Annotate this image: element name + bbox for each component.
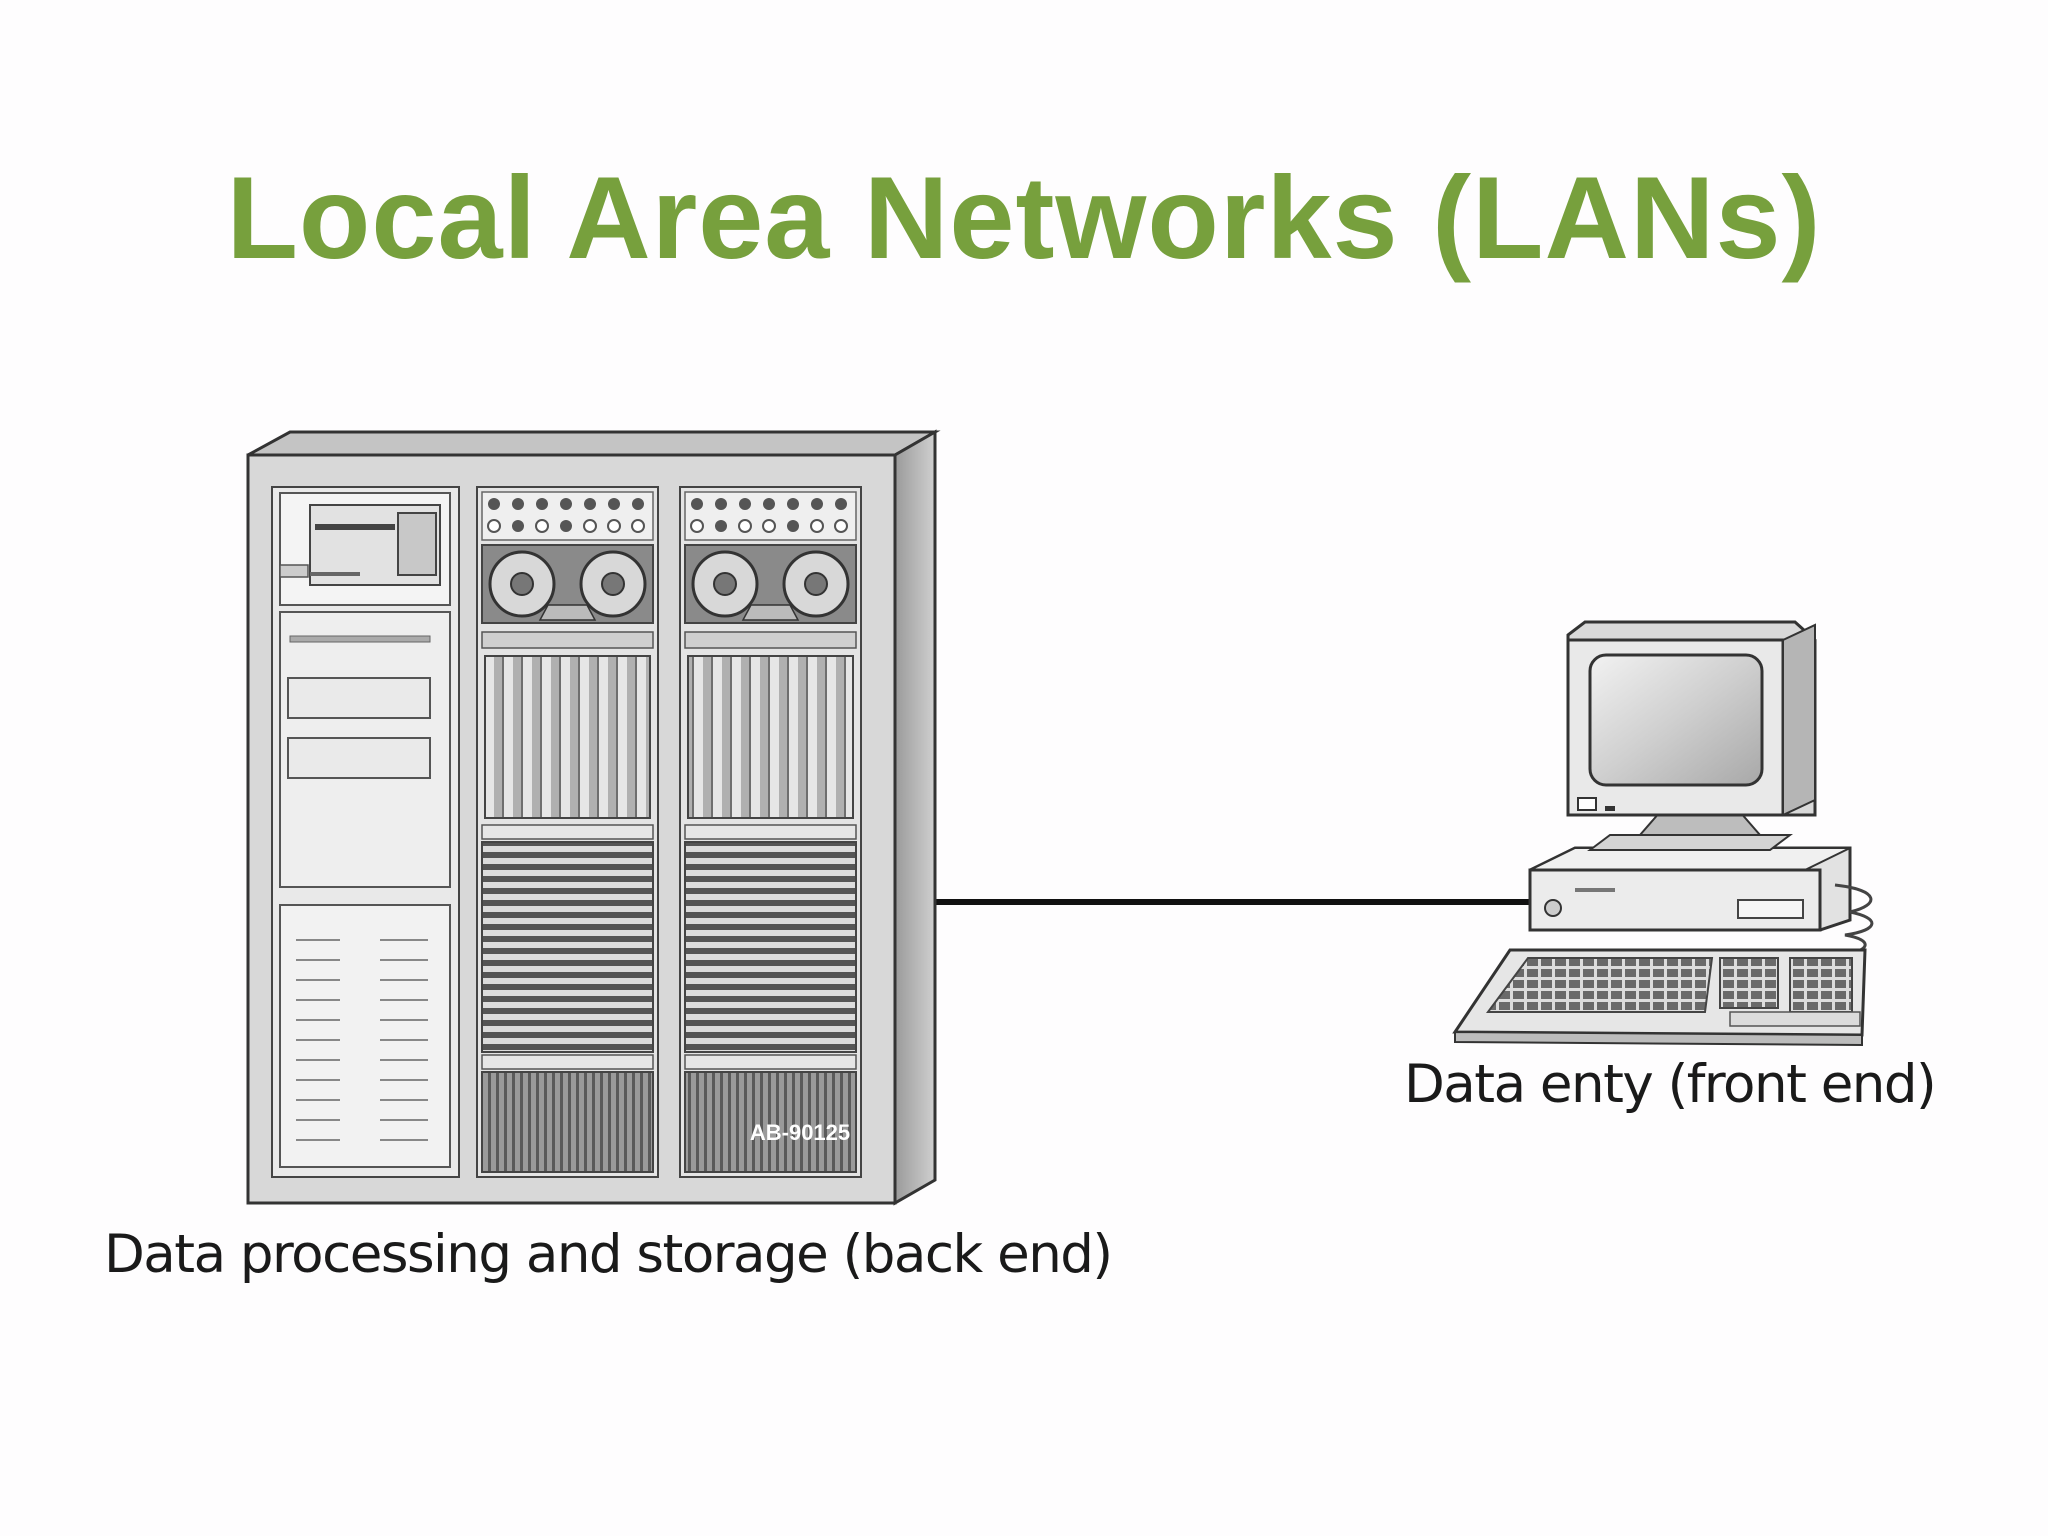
back-end-caption: Data processing and storage (back end) — [104, 1224, 1113, 1285]
device-label: AB-90125 — [750, 1120, 850, 1145]
slide-title: Local Area Networks (LANs) — [226, 152, 1822, 283]
tape-drive-unit — [476, 486, 659, 1178]
tape-drive-unit: AB-90125 — [679, 486, 862, 1178]
server-cabinet-icon: AB-90125 — [246, 429, 941, 1206]
front-end-caption: Data enty (front end) — [1404, 1054, 1937, 1115]
desktop-computer-icon — [1452, 620, 1874, 1047]
